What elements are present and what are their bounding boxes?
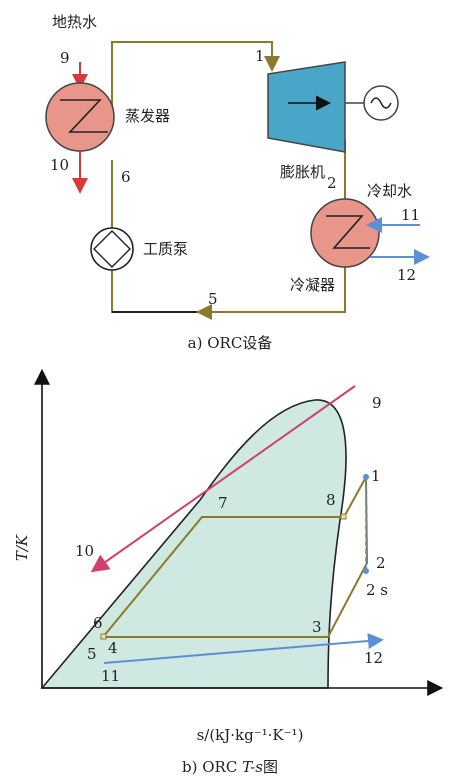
label-cooling-water: 冷却水 (367, 182, 412, 200)
label-ts-point-2s: 2 s (366, 581, 388, 599)
label-ts-point-12: 12 (364, 649, 383, 667)
caption-b-ts: T-s (242, 758, 263, 776)
label-ts-point-11: 11 (101, 667, 120, 685)
label-condenser: 冷凝器 (290, 276, 335, 294)
label-point-2: 2 (327, 174, 337, 192)
label-point-12: 12 (397, 266, 416, 284)
pump-diamond (93, 230, 131, 268)
label-pump: 工质泵 (143, 240, 188, 258)
x-axis-label: s/(kJ·kg⁻¹·K⁻¹) (197, 726, 304, 744)
label-ts-point-6: 6 (93, 614, 103, 632)
label-ts-point-9: 9 (372, 394, 382, 412)
label-geothermal-water: 地热水 (52, 13, 97, 31)
label-ts-point-3: 3 (312, 618, 322, 636)
caption-b-suffix: 图 (263, 758, 278, 776)
label-point-6: 6 (121, 168, 131, 186)
expander-icon (267, 61, 346, 153)
label-ts-point-8: 8 (326, 491, 336, 509)
evaporator-icon (45, 82, 115, 152)
label-point-9: 9 (60, 49, 70, 67)
evaporator-coil (60, 99, 108, 133)
label-ts-point-1: 1 (371, 467, 381, 485)
label-point-1: 1 (255, 47, 265, 65)
label-ts-point-4: 4 (108, 639, 118, 657)
state-point-2s-marker (363, 568, 369, 574)
label-ts-point-2: 2 (376, 554, 386, 572)
label-point-11: 11 (401, 206, 420, 224)
label-ts-point-5: 5 (87, 645, 97, 663)
label-point-10: 10 (50, 156, 69, 174)
caption-b-prefix: b) ORC (182, 758, 242, 776)
pump-icon (90, 227, 134, 271)
cooling-water-line (103, 633, 384, 664)
label-ts-point-10: 10 (75, 542, 94, 560)
caption-a: a) ORC设备 (188, 334, 273, 352)
label-ts-point-7: 7 (218, 494, 228, 512)
state-point-8-marker (340, 513, 347, 520)
y-axis-label: T/K (13, 534, 31, 561)
caption-b: b) ORC T-s图 (182, 758, 278, 776)
condenser-icon (310, 198, 380, 268)
geothermal-water-line (90, 385, 356, 573)
state-point-4-marker (100, 633, 107, 640)
saturation-dome (40, 399, 347, 689)
condenser-coil (326, 215, 370, 249)
label-point-5: 5 (208, 290, 218, 308)
state-point-1-marker (363, 474, 369, 480)
pipe-evaporator-to-expander (111, 41, 280, 115)
label-evaporator: 蒸发器 (125, 107, 170, 125)
part-b-ts-diagram: 9 1 7 8 2 2 s 10 6 3 5 4 11 12 T/K s/(kJ… (13, 368, 444, 776)
part-a-equipment: 地热水 9 10 蒸发器 6 1 膨胀机 2 冷却水 11 12 工质泵 冷凝器… (45, 13, 430, 352)
generator-wave (370, 97, 392, 109)
label-expander: 膨胀机 (280, 163, 325, 181)
